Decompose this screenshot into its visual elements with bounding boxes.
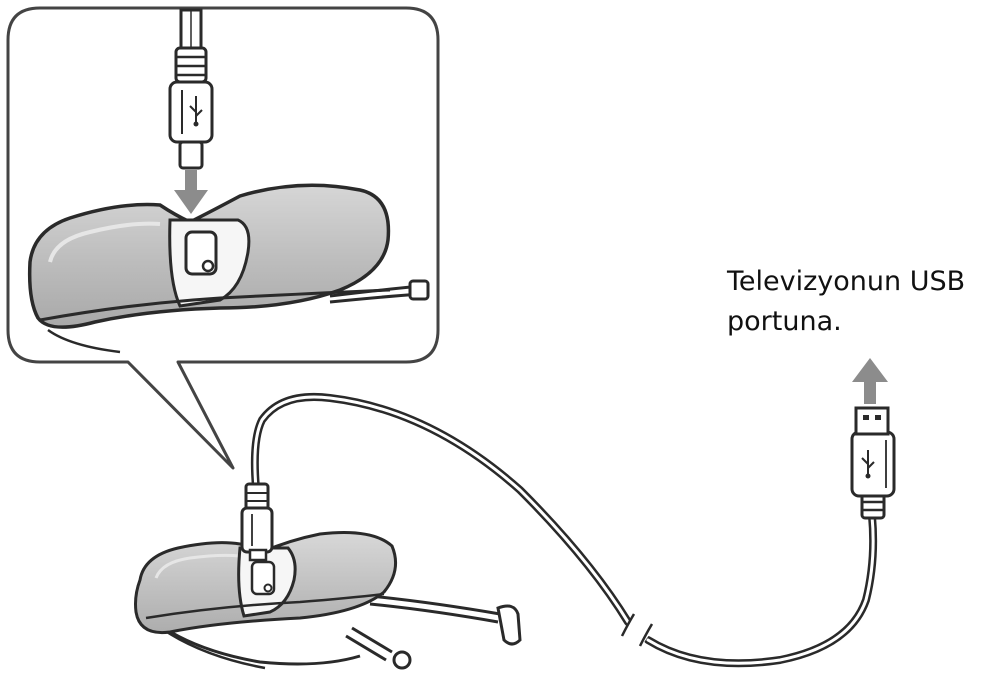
usb-symbol-icon xyxy=(861,450,875,479)
usb-cable xyxy=(240,393,896,668)
zoomed-cable xyxy=(168,8,214,170)
tv-usb-port-caption: Televizyonun USB portuna. xyxy=(727,262,965,342)
caption-line-2: portuna. xyxy=(727,306,842,337)
caption-line-1: Televizyonun USB xyxy=(727,266,966,297)
arrow-up-icon xyxy=(852,358,888,404)
glasses xyxy=(134,531,522,670)
usb-symbol-icon xyxy=(189,96,203,127)
zoomed-glasses xyxy=(27,183,430,354)
arrow-down-icon xyxy=(174,170,208,214)
cable-break-icon xyxy=(620,613,655,647)
